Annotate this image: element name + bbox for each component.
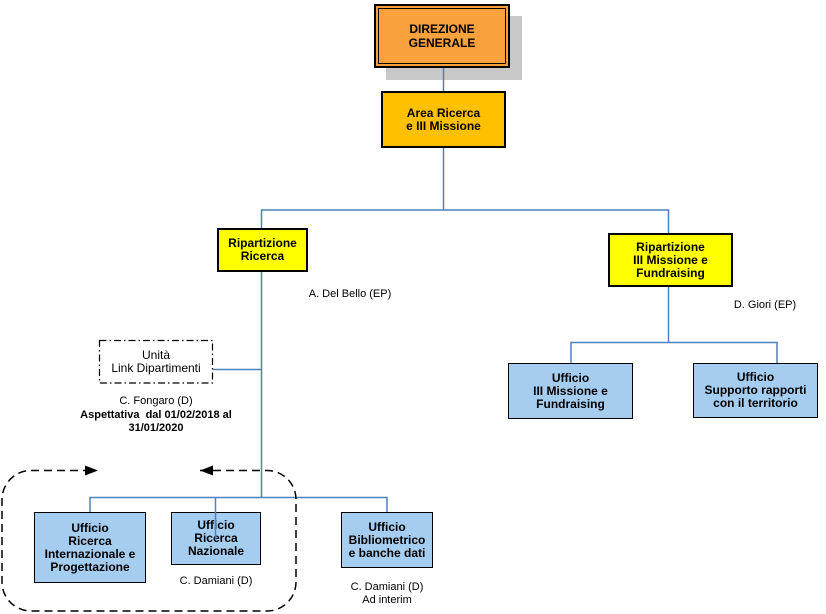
node-ufficio-bibliometrico: Ufficio Bibliometrico e banche dati <box>341 512 433 568</box>
node-ripartizione-iii-missione: Ripartizione III Missione e Fundraising <box>608 233 733 287</box>
connector-split-ripartizioni <box>260 209 670 233</box>
node-direzione-generale-label: DIREZIONE GENERALE <box>378 8 506 64</box>
node-direzione-generale: DIREZIONE GENERALE <box>374 4 510 68</box>
node-area-ricerca: Area Ricerca e III Missione <box>381 91 506 148</box>
node-unita-link-dipartimenti: Unità Link Dipartimenti <box>99 340 213 383</box>
node-ufficio-supporto: Ufficio Supporto rapporti con il territo… <box>693 363 818 418</box>
node-ufficio-ricerca-nazionale: Ufficio Ricerca Nazionale <box>171 512 261 565</box>
arrow-left-icon <box>200 465 213 476</box>
node-ripartizione-ricerca: Ripartizione Ricerca <box>217 228 308 272</box>
connector-split-uffici-destra <box>570 341 778 363</box>
connector-split-uffici-ricerca <box>89 496 388 512</box>
annotation-damiani-bibliometrico: C. Damiani (D) Ad interim <box>350 581 424 606</box>
annotation-damiani-nazionale: C. Damiani (D) <box>179 575 253 587</box>
annotation-fongaro-note: Aspettativa dal 01/02/2018 al 31/01/2020 <box>80 409 232 434</box>
node-ufficio-ricerca-internazionale: Ufficio Ricerca Internazionale e Progett… <box>34 512 146 583</box>
annotation-giori: D. Giori (EP) <box>733 299 797 311</box>
node-ufficio-iii-missione: Ufficio III Missione e Fundraising <box>508 363 633 419</box>
annotation-del-bello: A. Del Bello (EP) <box>308 288 392 300</box>
arrow-right-icon <box>85 465 98 476</box>
annotation-fongaro: C. Fongaro (D) <box>119 395 193 407</box>
